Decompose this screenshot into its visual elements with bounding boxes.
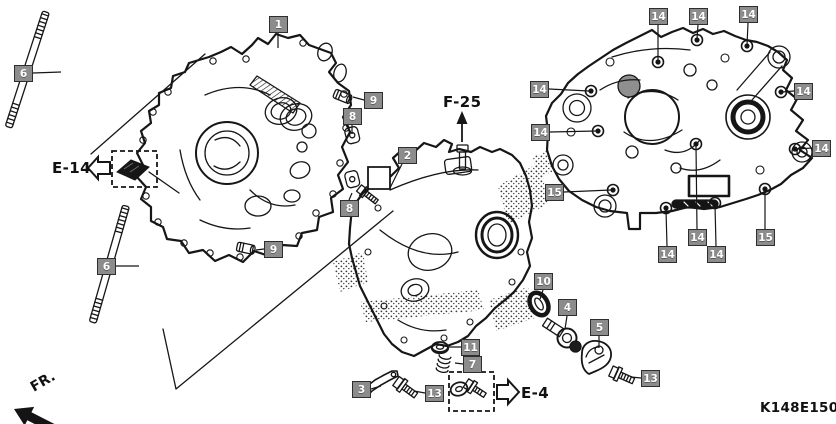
projection-lines bbox=[91, 54, 393, 389]
callout-8-a[interactable]: 8 bbox=[343, 108, 362, 125]
callout-5[interactable]: 5 bbox=[590, 319, 609, 336]
sealing-washer-drawing bbox=[432, 342, 448, 353]
callout-15-b[interactable]: 15 bbox=[756, 229, 775, 246]
callout-6-b[interactable]: 6 bbox=[97, 258, 116, 275]
unlabeled-callout-box bbox=[368, 167, 390, 189]
seal-plate-lower-drawing bbox=[344, 170, 360, 189]
callout-3[interactable]: 3 bbox=[352, 381, 371, 398]
holder-plate-drawing bbox=[582, 341, 611, 374]
callout-13-a[interactable]: 13 bbox=[425, 385, 444, 402]
callout-14-j[interactable]: 14 bbox=[707, 246, 726, 263]
e4-bolt-drawing bbox=[462, 378, 488, 401]
callout-14-a[interactable]: 14 bbox=[649, 8, 668, 25]
callout-1[interactable]: 1 bbox=[269, 16, 288, 33]
ref-f25[interactable]: F-25 bbox=[443, 93, 482, 111]
callout-6-a[interactable]: 6 bbox=[14, 65, 33, 82]
oil-seal-drawing bbox=[526, 289, 553, 318]
callout-7[interactable]: 7 bbox=[463, 356, 482, 373]
callout-15-a[interactable]: 15 bbox=[545, 184, 564, 201]
e14-arrow-icon bbox=[88, 157, 110, 179]
shadow-stipple bbox=[333, 150, 552, 331]
callout-14-f[interactable]: 14 bbox=[794, 83, 813, 100]
drawing-code: K148E1500 bbox=[760, 400, 836, 416]
callout-14-d[interactable]: 14 bbox=[530, 81, 549, 98]
callout-4[interactable]: 4 bbox=[558, 299, 577, 316]
callout-2[interactable]: 2 bbox=[398, 147, 417, 164]
left-crankcase-drawing bbox=[137, 34, 351, 262]
callout-11[interactable]: 11 bbox=[461, 339, 480, 356]
e4-detail-box bbox=[449, 372, 494, 411]
callout-13-b[interactable]: 13 bbox=[641, 370, 660, 387]
callout-14-g[interactable]: 14 bbox=[812, 140, 831, 157]
right-crankcase-drawing bbox=[546, 28, 812, 229]
callout-9-a[interactable]: 9 bbox=[364, 92, 383, 109]
leader-lines bbox=[33, 23, 812, 393]
callout-14-i[interactable]: 14 bbox=[658, 246, 677, 263]
flange-bolt-left-drawing bbox=[392, 375, 420, 401]
callout-9-b[interactable]: 9 bbox=[264, 241, 283, 258]
e4-arrow-icon bbox=[497, 380, 519, 404]
cable-guide-drawing bbox=[361, 371, 398, 397]
callout-8-b[interactable]: 8 bbox=[340, 200, 359, 217]
ref-e14[interactable]: E-14 bbox=[52, 159, 91, 177]
callout-14-b[interactable]: 14 bbox=[689, 8, 708, 25]
e4-washer-drawing bbox=[449, 380, 469, 398]
callout-14-h[interactable]: 14 bbox=[688, 229, 707, 246]
drive-joint-drawing bbox=[543, 318, 581, 352]
f25-arrow-icon bbox=[456, 111, 468, 142]
fr-direction-arrow-icon bbox=[14, 406, 61, 424]
f25-bolt-drawing bbox=[454, 145, 472, 175]
dowel-pin-lower-drawing bbox=[236, 242, 256, 255]
e14-packing-drawing bbox=[117, 160, 149, 180]
spring-drawing bbox=[436, 355, 451, 374]
callout-14-e[interactable]: 14 bbox=[531, 124, 550, 141]
ref-e4[interactable]: E-4 bbox=[521, 384, 550, 402]
callout-14-c[interactable]: 14 bbox=[739, 6, 758, 23]
dowel-pin-upper-drawing bbox=[333, 89, 353, 104]
flange-bolt-right-drawing bbox=[608, 365, 636, 388]
center-crankcase-drawing bbox=[349, 140, 532, 356]
e14-detail-box bbox=[112, 151, 157, 187]
callout-10[interactable]: 10 bbox=[534, 273, 553, 290]
